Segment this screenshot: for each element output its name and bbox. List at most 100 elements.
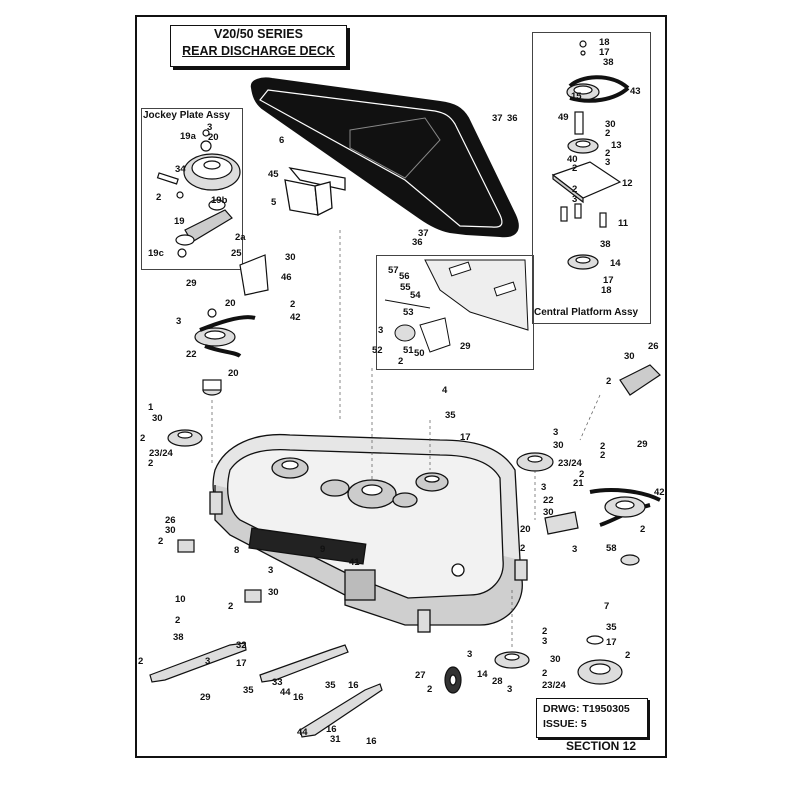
callout-58: 58 xyxy=(606,543,617,554)
callout-3: 3 xyxy=(467,649,472,660)
callout-31: 31 xyxy=(330,734,341,745)
callout-40: 40 xyxy=(567,154,578,165)
callout-35: 35 xyxy=(445,410,456,421)
drawing-frame xyxy=(135,15,667,758)
callout-3: 3 xyxy=(542,636,547,647)
callout-3: 3 xyxy=(553,427,558,438)
callout-14: 14 xyxy=(477,669,488,680)
callout-23-24: 23/24 xyxy=(558,458,582,469)
callout-2: 2 xyxy=(398,356,403,367)
callout-2: 2 xyxy=(228,601,233,612)
callout-3: 3 xyxy=(572,544,577,555)
callout-3: 3 xyxy=(378,325,383,336)
callout-3: 3 xyxy=(541,482,546,493)
section-label: SECTION 12 xyxy=(566,739,637,753)
callout-25: 25 xyxy=(231,248,242,259)
blades xyxy=(149,642,383,738)
callout-2: 2 xyxy=(600,441,605,452)
callout-19a: 19a xyxy=(180,131,197,142)
callout-9: 9 xyxy=(320,544,325,555)
callout-3: 3 xyxy=(572,194,577,205)
callout-50: 50 xyxy=(414,348,425,359)
callout-30: 30 xyxy=(285,252,296,263)
callout-7: 7 xyxy=(604,601,609,612)
callout-17: 17 xyxy=(606,637,617,648)
left-pulley-assembly xyxy=(194,254,269,396)
callout-37: 37 xyxy=(492,113,503,124)
callout-3: 3 xyxy=(605,157,610,168)
jockey-parts xyxy=(156,129,241,258)
callout-3: 3 xyxy=(176,316,181,327)
callout-19b: 19b xyxy=(211,195,228,206)
callout-26: 26 xyxy=(648,341,659,352)
callout-3: 3 xyxy=(268,565,273,576)
callout-2: 2 xyxy=(156,192,161,203)
callout-17: 17 xyxy=(599,47,610,58)
callout-30: 30 xyxy=(553,440,564,451)
deck-cover xyxy=(250,77,519,238)
callout-30: 30 xyxy=(165,525,176,536)
callout-16: 16 xyxy=(293,692,304,703)
callout-52: 52 xyxy=(372,345,383,356)
callout-2: 2 xyxy=(542,626,547,637)
leader-lines xyxy=(211,230,601,650)
callout-18: 18 xyxy=(601,285,612,296)
callout-12: 12 xyxy=(622,178,633,189)
central-platform-parts xyxy=(551,40,630,270)
callout-30: 30 xyxy=(543,507,554,518)
callout-16: 16 xyxy=(348,680,359,691)
callout-2: 2 xyxy=(138,656,143,667)
callout-30: 30 xyxy=(152,413,163,424)
callout-2: 2 xyxy=(605,128,610,139)
callout-1: 1 xyxy=(148,402,154,413)
callout-44: 44 xyxy=(280,687,291,698)
callout-38: 38 xyxy=(173,632,184,643)
callout-20: 20 xyxy=(225,298,236,309)
callout-2: 2 xyxy=(158,536,163,547)
title-line-2: REAR DISCHARGE DECK xyxy=(182,44,335,58)
callout-51: 51 xyxy=(403,345,414,356)
callout-2: 2 xyxy=(605,148,610,159)
callout-56: 56 xyxy=(399,271,410,282)
callout-36: 36 xyxy=(412,237,423,248)
callout-14: 14 xyxy=(610,258,621,269)
callout-2: 2 xyxy=(606,376,611,387)
callout-2: 2 xyxy=(572,184,577,195)
callout-21: 21 xyxy=(573,478,584,489)
callout-19c: 19c xyxy=(148,248,164,259)
jockey-plate-box xyxy=(141,108,243,270)
callout-23-24: 23/24 xyxy=(542,680,566,691)
drawing-issue: ISSUE: 5 xyxy=(543,718,587,730)
title-line-1: V20/50 SERIES xyxy=(214,27,303,41)
callout-11: 11 xyxy=(618,218,629,229)
callout-42: 42 xyxy=(654,487,665,498)
callout-46: 46 xyxy=(281,272,292,283)
callout-28: 28 xyxy=(492,676,503,687)
callout-38: 38 xyxy=(603,57,614,68)
callout-20: 20 xyxy=(228,368,239,379)
callout-49: 49 xyxy=(558,112,569,123)
callout-2: 2 xyxy=(572,163,577,174)
callout-45: 45 xyxy=(268,169,279,180)
callout-23-24: 23/24 xyxy=(149,448,173,459)
callout-3: 3 xyxy=(205,656,210,667)
callout-30: 30 xyxy=(624,351,635,362)
callout-17: 17 xyxy=(236,658,247,669)
drawing-info-box: DRWG: T1950305 ISSUE: 5 xyxy=(536,698,648,738)
callout-22: 22 xyxy=(543,495,554,506)
callout-15: 15 xyxy=(571,91,582,102)
callout-2a: 2a xyxy=(235,232,246,243)
callout-26: 26 xyxy=(165,515,176,526)
callout-17: 17 xyxy=(460,432,471,443)
mower-deck xyxy=(209,433,528,633)
callout-8: 8 xyxy=(234,545,239,556)
callout-2: 2 xyxy=(175,615,180,626)
callout-16: 16 xyxy=(366,736,377,747)
callout-34: 34 xyxy=(175,164,186,175)
callout-32: 32 xyxy=(236,640,247,651)
callout-2: 2 xyxy=(640,524,645,535)
platform-detail-box xyxy=(376,255,534,370)
jockey-plate-label: Jockey Plate Assy xyxy=(143,110,230,121)
callout-2: 2 xyxy=(148,458,153,469)
